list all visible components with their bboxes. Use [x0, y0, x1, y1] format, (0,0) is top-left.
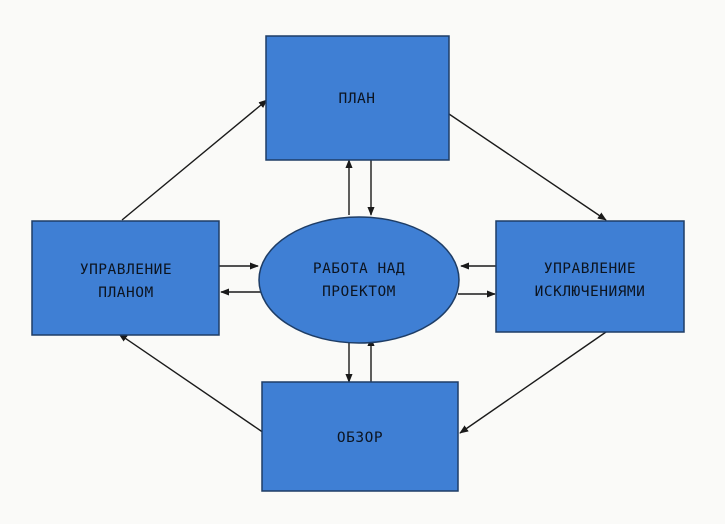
- project-work-label-line1: РАБОТА НАД: [313, 261, 405, 277]
- plan-management-node: УПРАВЛЕНИЕ ПЛАНОМ: [31, 220, 220, 336]
- arrow-exception-management-to-review: [459, 331, 607, 434]
- exception-management-label-line2: ИСКЛЮЧЕНИЯМИ: [535, 284, 646, 300]
- project-work-label-line2: ПРОЕКТОМ: [322, 284, 396, 300]
- plan-management-label-line2: ПЛАНОМ: [98, 285, 153, 301]
- review-label: ОБЗОР: [337, 430, 383, 446]
- review-node: ОБЗОР: [261, 381, 459, 492]
- arrow-plan-to-exception-management: [448, 113, 607, 221]
- exception-management-node: УПРАВЛЕНИЕ ИСКЛЮЧЕНИЯМИ: [495, 220, 685, 333]
- project-work-node: РАБОТА НАД ПРОЕКТОМ: [258, 216, 460, 344]
- plan-node: ПЛАН: [265, 35, 450, 161]
- plan-label: ПЛАН: [339, 91, 376, 107]
- arrow-review-to-plan-management: [118, 333, 265, 434]
- plan-management-label-line1: УПРАВЛЕНИЕ: [80, 262, 172, 278]
- arrow-plan-management-to-plan: [121, 99, 268, 221]
- exception-management-label-line1: УПРАВЛЕНИЕ: [544, 261, 636, 277]
